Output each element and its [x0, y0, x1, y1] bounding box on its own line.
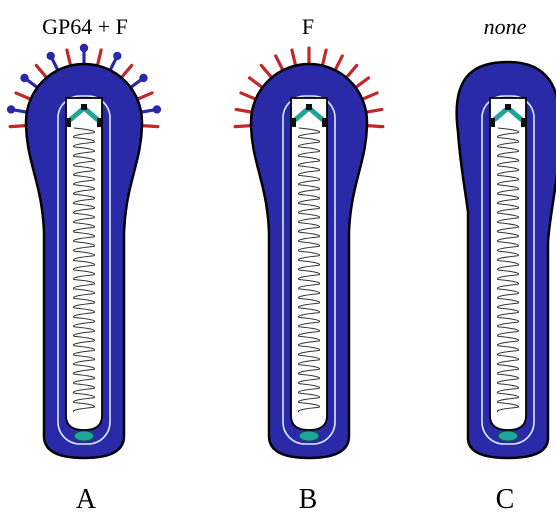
gp64-spike-head	[20, 74, 28, 82]
gp64-spike-head	[113, 52, 121, 60]
apical-cap-top	[306, 104, 312, 110]
apical-cap-top	[505, 104, 511, 110]
virion-b	[235, 48, 383, 458]
apical-cap-right	[322, 118, 327, 127]
gp64-spike-head	[7, 105, 15, 113]
basal-structure	[74, 431, 94, 441]
apical-cap-left	[66, 118, 71, 127]
apical-cap-left	[291, 118, 296, 127]
virion-c	[457, 62, 556, 458]
virion-a	[7, 44, 161, 458]
gp64-spike-head	[80, 44, 88, 52]
apical-cap-right	[97, 118, 102, 127]
basal-structure	[299, 431, 319, 441]
gp64-spike-head	[47, 52, 55, 60]
apical-cap-left	[490, 118, 495, 127]
gp64-spike-head	[139, 74, 147, 82]
gp64-spike-head	[153, 105, 161, 113]
panel-letter-c: C	[415, 484, 556, 516]
apical-cap-right	[521, 118, 526, 127]
panel-letter-a: A	[0, 484, 176, 516]
apical-cap-top	[81, 104, 87, 110]
panel-letter-b: B	[218, 484, 398, 516]
basal-structure	[498, 431, 518, 441]
